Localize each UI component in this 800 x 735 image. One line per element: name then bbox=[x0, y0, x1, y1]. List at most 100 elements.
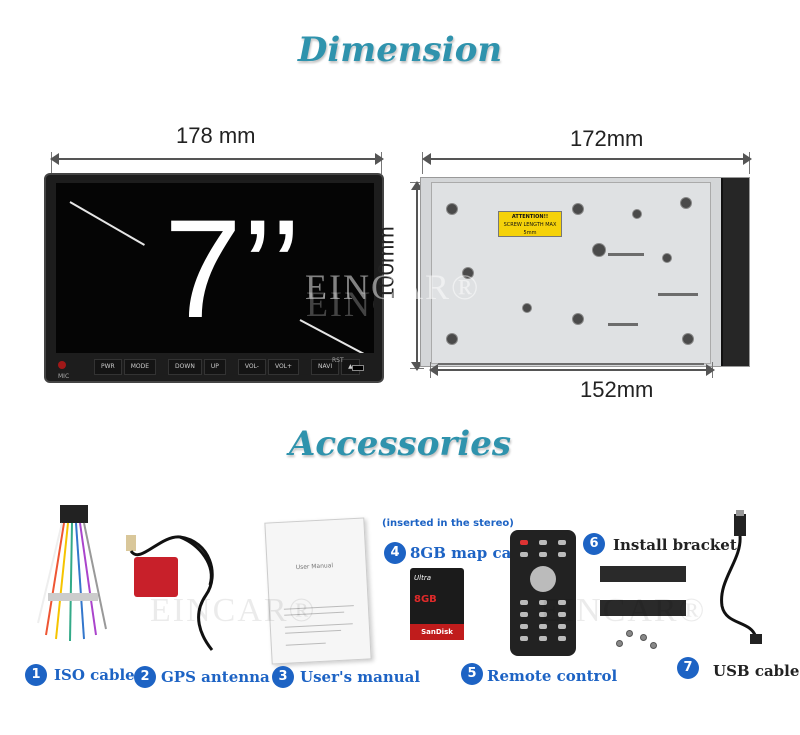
remote-button bbox=[520, 600, 528, 605]
chassis-hole bbox=[462, 267, 474, 279]
screw-icon bbox=[650, 642, 657, 649]
gps-antenna-number: 2 bbox=[134, 666, 156, 688]
user-manual-label: User's manual bbox=[300, 668, 421, 686]
remote-button bbox=[520, 636, 528, 641]
remote-control-label: Remote control bbox=[487, 667, 618, 685]
chassis-panel: ATTENTION!! SCREW LENGTH MAX 5mm bbox=[431, 182, 711, 365]
screen-glint-top bbox=[69, 201, 145, 246]
remote-button bbox=[539, 624, 547, 629]
chassis-slot bbox=[608, 323, 638, 326]
install-bracket-image-top bbox=[600, 566, 686, 582]
install-bracket-image-bottom bbox=[600, 600, 686, 616]
side-width-label: 172mm bbox=[570, 126, 644, 151]
sd-card-image: Ultra 8GB SanDisk bbox=[410, 568, 464, 640]
user-manual-title: User Manual bbox=[295, 562, 334, 572]
remote-button bbox=[558, 636, 566, 641]
remote-button bbox=[539, 612, 547, 617]
screen-watermark: EINCAR® bbox=[306, 284, 374, 324]
iso-cable-number: 1 bbox=[25, 664, 47, 686]
remote-button bbox=[520, 552, 528, 557]
stereo-screen: 7’’ EINCAR® bbox=[56, 183, 374, 353]
remote-control-number: 5 bbox=[461, 663, 483, 685]
sd-card-line: Ultra bbox=[414, 574, 431, 582]
chassis-hole bbox=[572, 203, 584, 215]
front-width-arrow bbox=[50, 153, 384, 165]
up-button[interactable]: UP bbox=[203, 359, 226, 375]
iso-cable-image bbox=[37, 505, 107, 642]
install-bracket-number: 6 bbox=[583, 533, 605, 555]
chassis-slot bbox=[608, 253, 644, 256]
usb-cable-number: 7 bbox=[677, 657, 699, 679]
chassis-hole bbox=[632, 209, 642, 219]
remote-power-button bbox=[520, 540, 528, 545]
screen-size-text: 7’’ bbox=[164, 190, 302, 347]
chassis-watermark: EINCAR® bbox=[305, 267, 481, 307]
pwr-button[interactable]: PWR bbox=[94, 359, 122, 375]
remote-button bbox=[539, 540, 547, 545]
attention-line-3: 5mm bbox=[523, 230, 537, 236]
remote-button bbox=[539, 552, 547, 557]
screw-icon bbox=[626, 630, 633, 637]
map-card-number: 4 bbox=[384, 542, 406, 564]
chassis-hole bbox=[572, 313, 584, 325]
bottom-width-label: 152mm bbox=[580, 377, 654, 402]
mic-icon bbox=[58, 361, 66, 369]
stereo-button-bar: PWR MODE DOWN UP VOL- VOL+ NAVI ▲ bbox=[94, 359, 360, 375]
sd-card-brand: SanDisk bbox=[410, 624, 464, 640]
vol-up-button[interactable]: VOL+ bbox=[267, 359, 300, 375]
remote-button bbox=[520, 624, 528, 629]
attention-sticker: ATTENTION!! SCREW LENGTH MAX 5mm bbox=[498, 211, 562, 237]
remote-button bbox=[558, 612, 566, 617]
chassis-hole bbox=[662, 253, 672, 263]
gps-antenna-image bbox=[126, 535, 214, 651]
user-manual-image: User Manual bbox=[264, 517, 372, 665]
remote-button bbox=[558, 552, 566, 557]
front-width-label: 178 mm bbox=[176, 123, 256, 148]
accessories-title: Accessories bbox=[289, 424, 511, 464]
accessories-watermark-left: EINCAR® bbox=[150, 592, 317, 629]
accessories-watermark-right: EINCAR® bbox=[540, 592, 707, 629]
down-button[interactable]: DOWN bbox=[168, 359, 202, 375]
gps-antenna-label: GPS antenna bbox=[161, 668, 270, 686]
attention-line-2: SCREW LENGTH MAX bbox=[503, 222, 557, 228]
map-card-label: 8GB map card bbox=[410, 544, 530, 562]
map-card-note: (inserted in the stereo) bbox=[382, 518, 514, 529]
dimension-title: Dimension bbox=[297, 30, 503, 70]
chassis-hole bbox=[522, 303, 532, 313]
manual-text-line bbox=[285, 629, 342, 634]
remote-button bbox=[539, 636, 547, 641]
remote-button bbox=[558, 624, 566, 629]
chassis-hole bbox=[446, 203, 458, 215]
stereo-chassis-side-view: ATTENTION!! SCREW LENGTH MAX 5mm EINCAR® bbox=[305, 177, 750, 367]
remote-button bbox=[539, 600, 547, 605]
mic-label: MIC bbox=[58, 373, 70, 380]
navi-button[interactable]: NAVI bbox=[311, 359, 340, 375]
mode-button[interactable]: MODE bbox=[123, 359, 157, 375]
chassis-front-edge bbox=[721, 178, 749, 366]
iso-cable-label: ISO cable bbox=[54, 666, 135, 684]
manual-text-line bbox=[285, 642, 326, 646]
height-arrow bbox=[411, 181, 423, 371]
vol-down-button[interactable]: VOL- bbox=[237, 359, 266, 375]
sd-card-capacity: 8GB bbox=[414, 594, 437, 605]
usb-port-icon bbox=[352, 365, 364, 371]
chassis-hole bbox=[682, 333, 694, 345]
rst-label: RST bbox=[332, 357, 344, 364]
remote-dpad bbox=[530, 566, 556, 592]
remote-control-image bbox=[510, 530, 576, 656]
remote-button bbox=[558, 540, 566, 545]
chassis-hole bbox=[446, 333, 458, 345]
screw-icon bbox=[640, 634, 647, 641]
bottom-width-arrow bbox=[429, 364, 715, 376]
remote-button bbox=[558, 600, 566, 605]
side-width-arrow bbox=[422, 153, 752, 165]
remote-button bbox=[520, 612, 528, 617]
stereo-front-view: 7’’ EINCAR® MIC PWR MODE DOWN UP VOL- VO… bbox=[44, 173, 384, 383]
install-bracket-label: Install bracket bbox=[613, 536, 737, 554]
chassis-hole bbox=[592, 243, 606, 257]
usb-cable-image bbox=[720, 510, 762, 644]
usb-cable-label: USB cable bbox=[713, 662, 800, 680]
screw-icon bbox=[616, 640, 623, 647]
user-manual-number: 3 bbox=[272, 666, 294, 688]
chassis-slot bbox=[658, 293, 698, 296]
